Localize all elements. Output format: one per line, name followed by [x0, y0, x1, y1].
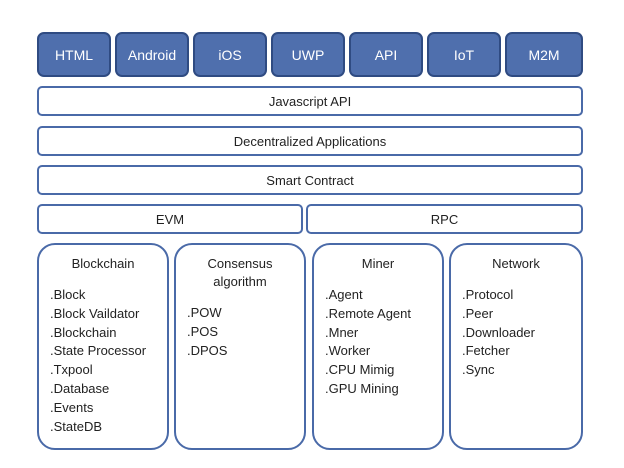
module-item-list: .Agent .Remote Agent .Mner .Worker .CPU … [314, 286, 442, 399]
platform-uwp: UWP [271, 32, 345, 77]
list-item: .Downloader [462, 324, 535, 340]
platform-m2m: M2M [505, 32, 583, 77]
layer-rpc: RPC [306, 204, 583, 234]
list-item: .Block Vaildator [50, 305, 140, 321]
platform-label: API [374, 46, 398, 63]
module-network: Network .Protocol .Peer .Downloader .Fet… [449, 243, 583, 450]
list-item: .StateDB [50, 418, 103, 434]
platform-label: IoT [453, 46, 475, 63]
list-item: .Worker [325, 343, 371, 359]
list-item: .GPU Mining [325, 380, 399, 396]
module-title: Blockchain [71, 256, 135, 271]
platform-iot: IoT [427, 32, 501, 77]
platform-label: HTML [54, 46, 94, 63]
list-item: .Peer [462, 305, 494, 321]
module-item-list: .Protocol .Peer .Downloader .Fetcher .Sy… [451, 286, 581, 380]
list-item: .Agent [325, 287, 363, 302]
module-title: Miner [361, 256, 395, 271]
platform-api: API [349, 32, 423, 77]
module-title: Network [492, 256, 540, 271]
list-item: .Events [50, 399, 94, 415]
platform-android: Android [115, 32, 189, 77]
layer-label: Smart Contract [266, 172, 354, 188]
list-item: .Remote Agent [325, 305, 411, 321]
list-item: .Txpool [50, 362, 93, 378]
list-item: .Protocol [462, 287, 514, 302]
list-item: .DPOS [187, 342, 228, 358]
list-item: .Database [50, 380, 110, 396]
platform-label: M2M [528, 46, 560, 63]
list-item: .Mner [325, 324, 359, 340]
list-item: .Sync [462, 362, 495, 378]
platform-label: iOS [218, 46, 242, 63]
module-item-list: .Block .Block Vaildator .Blockchain .Sta… [39, 286, 167, 436]
layer-label: Decentralized Applications [233, 133, 387, 149]
layer-javascript-api: Javascript API [37, 86, 583, 116]
platform-ios: iOS [193, 32, 267, 77]
list-item: .Block [50, 287, 86, 302]
layer-label: EVM [155, 211, 185, 227]
list-item: .POS [187, 323, 219, 339]
module-blockchain: Blockchain .Block .Block Vaildator .Bloc… [37, 243, 169, 450]
layer-decentralized-applications: Decentralized Applications [37, 126, 583, 156]
list-item: .POW [187, 305, 222, 320]
layer-evm: EVM [37, 204, 303, 234]
module-miner: Miner .Agent .Remote Agent .Mner .Worker… [312, 243, 444, 450]
layer-label: RPC [430, 211, 459, 227]
platform-html: HTML [37, 32, 111, 77]
list-item: .State Processor [50, 343, 147, 359]
platform-label: UWP [291, 46, 325, 63]
layer-smart-contract: Smart Contract [37, 165, 583, 195]
platform-label: Android [127, 46, 177, 63]
list-item: .Fetcher [462, 343, 510, 359]
list-item: .Blockchain [50, 324, 117, 340]
list-item: .CPU Mimig [325, 362, 395, 378]
module-item-list: .POW .POS .DPOS [176, 304, 304, 360]
layer-label: Javascript API [268, 93, 352, 109]
